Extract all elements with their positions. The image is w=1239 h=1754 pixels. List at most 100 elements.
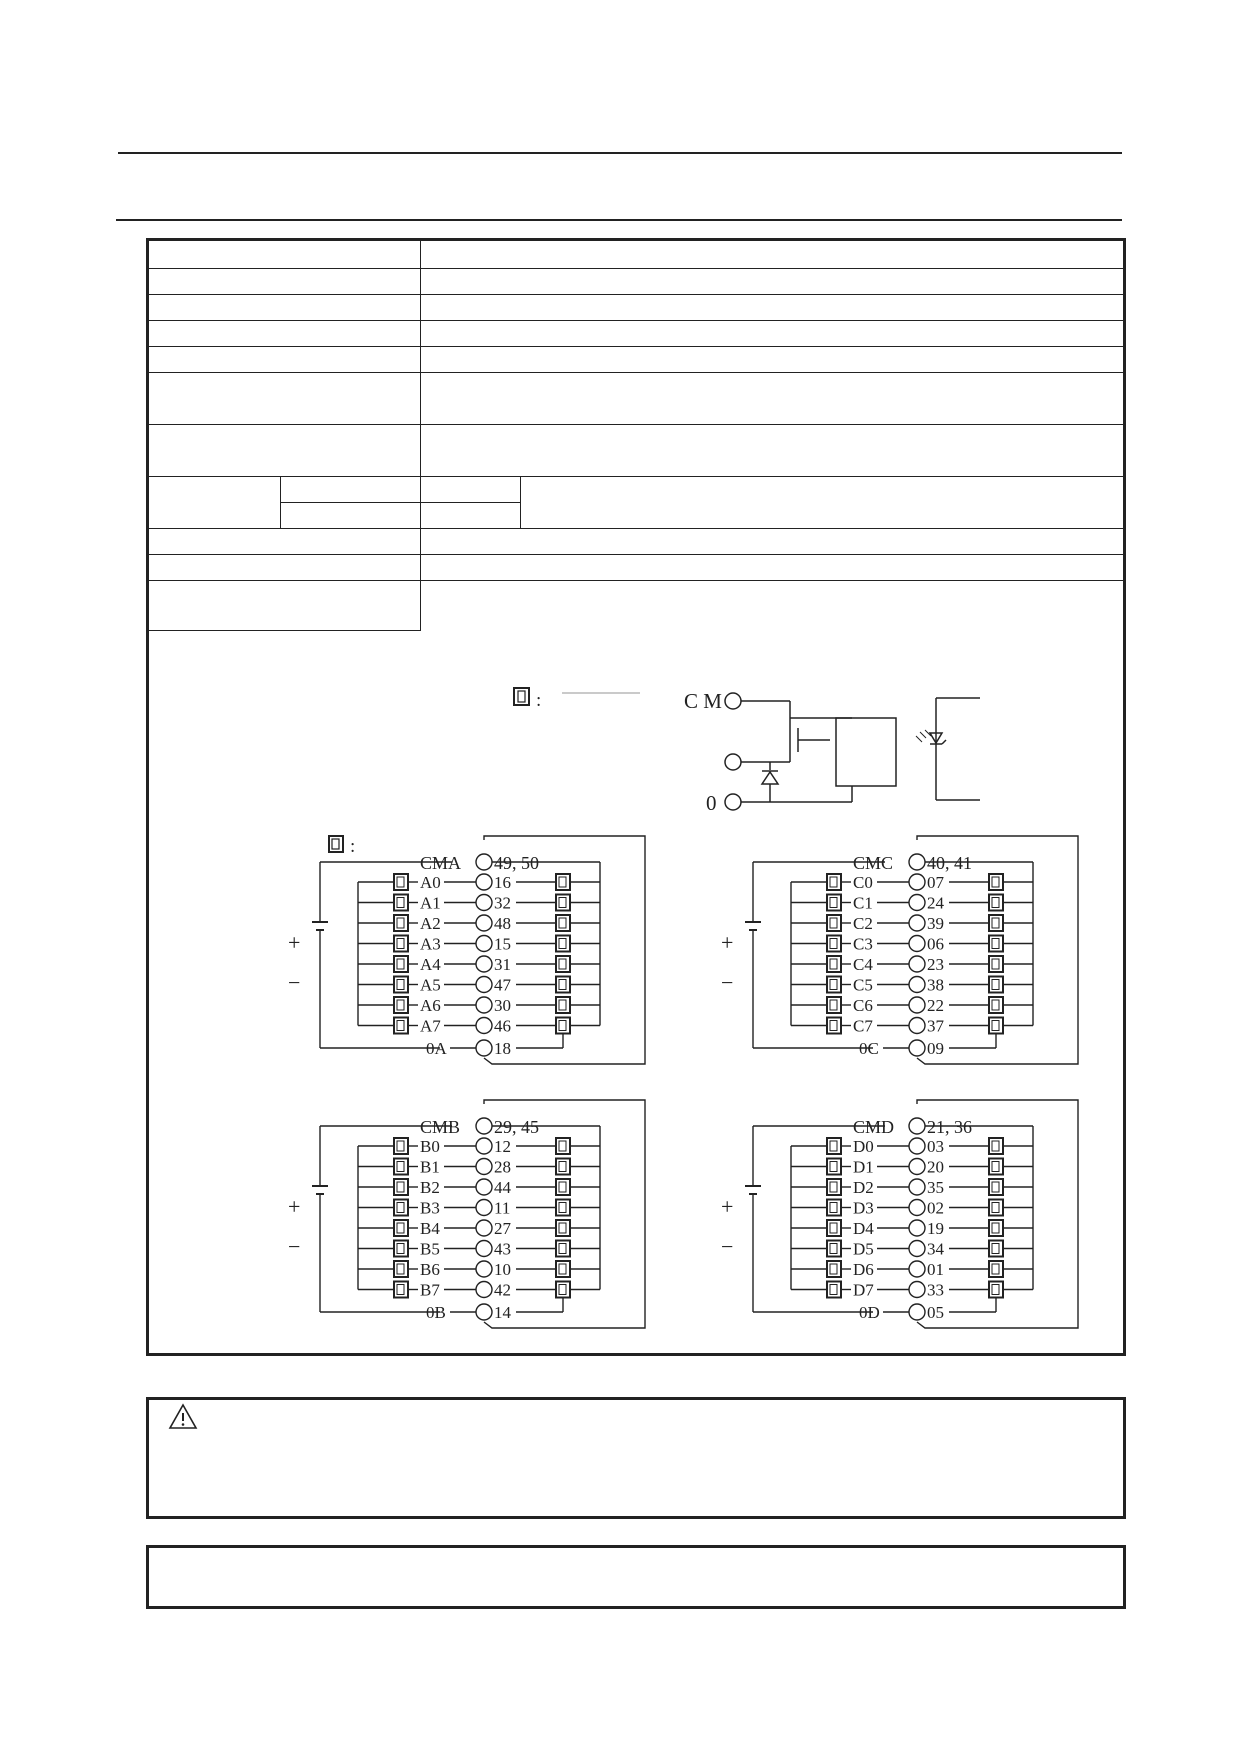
- terminal-circle: [908, 853, 926, 871]
- input-label: D4: [853, 1219, 874, 1238]
- pin-label: 31: [494, 955, 511, 974]
- output-box-icon: [555, 914, 571, 932]
- terminal-circle: [475, 1117, 493, 1135]
- input-label: B0: [420, 1137, 440, 1156]
- input-label: B6: [420, 1260, 440, 1279]
- pin-label: 43: [494, 1240, 511, 1259]
- pin-label: 10: [494, 1260, 511, 1279]
- pin-label: 33: [927, 1281, 944, 1300]
- zero-pin-label: 09: [927, 1039, 944, 1058]
- spec-table: [148, 240, 1124, 631]
- minus-label: −: [288, 1234, 300, 1259]
- output-box-icon: [988, 996, 1004, 1014]
- output-box-icon: [988, 893, 1004, 912]
- common-label: CMA: [420, 853, 461, 873]
- input-label: D2: [853, 1178, 874, 1197]
- load-box-icon: [393, 1280, 409, 1299]
- plus-label: +: [288, 930, 300, 955]
- terminal-circle: [908, 1178, 926, 1196]
- zero-label: 0D: [859, 1303, 880, 1322]
- terminal-circle: [475, 873, 493, 891]
- terminal-circle: [475, 996, 493, 1014]
- load-box-icon: [393, 1016, 409, 1035]
- output-box-icon: [555, 1219, 571, 1237]
- terminal-circle: [475, 934, 493, 953]
- pin-label: 28: [494, 1158, 511, 1177]
- input-label: C1: [853, 894, 873, 913]
- common-pin-label: 40, 41: [927, 853, 972, 873]
- warning-triangle-icon: [168, 1403, 198, 1429]
- load-box-icon: [826, 975, 842, 994]
- load-box-icon: [393, 975, 409, 994]
- input-label: C6: [853, 996, 873, 1015]
- pin-label: 27: [494, 1219, 512, 1238]
- spec-cell: [148, 580, 421, 631]
- output-box-icon: [988, 1260, 1004, 1278]
- terminal-circle: [475, 1303, 493, 1321]
- output-box-icon: [555, 975, 571, 994]
- load-box-icon: [393, 934, 409, 953]
- spec-cell: [420, 502, 521, 529]
- terminal-circle: [908, 934, 926, 953]
- terminal-circle: [475, 1239, 493, 1258]
- output-box-icon: [988, 1016, 1004, 1035]
- output-box-icon: [988, 934, 1004, 953]
- pin-label: 02: [927, 1199, 944, 1218]
- output-box-icon: [555, 1260, 571, 1278]
- terminal-circle: [908, 1303, 926, 1321]
- input-label: C5: [853, 976, 873, 995]
- common-pin-label: 21, 36: [927, 1117, 972, 1137]
- common-pin-label: 49, 50: [494, 853, 539, 873]
- pin-label: 42: [494, 1281, 511, 1300]
- spec-cell: [280, 502, 421, 529]
- pin-label: 12: [494, 1137, 511, 1156]
- zero-label: 0B: [426, 1303, 446, 1322]
- load-box-icon: [826, 1198, 842, 1217]
- minus-label: −: [721, 970, 733, 995]
- pin-label: 11: [494, 1199, 510, 1218]
- output-box-icon: [988, 955, 1004, 973]
- output-box-icon: [555, 893, 571, 912]
- terminal-circle: [475, 1219, 493, 1237]
- output-box-icon: [555, 873, 571, 891]
- header-rule-bottom: [116, 219, 1122, 221]
- input-label: C0: [853, 873, 873, 892]
- output-box-icon: [988, 1239, 1004, 1258]
- spec-cell: [420, 528, 1124, 555]
- output-box-icon: [555, 1157, 571, 1176]
- input-label: A5: [420, 976, 441, 995]
- pin-label: 47: [494, 976, 512, 995]
- input-label: B1: [420, 1158, 440, 1177]
- output-box-icon: [988, 873, 1004, 891]
- load-box-icon: [393, 996, 409, 1014]
- terminal-circle: [475, 1178, 493, 1196]
- terminal-circle: [475, 1039, 493, 1057]
- load-box-icon: [826, 873, 842, 891]
- terminal-circle: [908, 1219, 926, 1237]
- common-pin-label: 29, 45: [494, 1117, 539, 1137]
- terminal-circle: [908, 1280, 926, 1299]
- load-box-icon: [826, 1016, 842, 1035]
- input-label: A7: [420, 1017, 441, 1036]
- plus-label: +: [288, 1194, 300, 1219]
- spec-cell: [420, 346, 1124, 373]
- spec-cell: [148, 346, 421, 373]
- load-box-icon: [826, 934, 842, 953]
- terminal-circle: [908, 1137, 926, 1155]
- input-label: D3: [853, 1199, 874, 1218]
- pin-label: 44: [494, 1178, 512, 1197]
- load-box-icon: [393, 1198, 409, 1217]
- output-box-icon: [555, 1137, 571, 1155]
- terminal-circle: [908, 1039, 926, 1057]
- load-box-icon: [393, 1137, 409, 1155]
- circuit-cm-label: C M: [684, 689, 722, 713]
- input-label: D0: [853, 1137, 874, 1156]
- terminal-circle: [908, 1198, 926, 1217]
- pin-label: 37: [927, 1017, 945, 1036]
- input-label: C2: [853, 914, 873, 933]
- output-box-icon: [988, 1178, 1004, 1196]
- load-box-icon: [826, 1157, 842, 1176]
